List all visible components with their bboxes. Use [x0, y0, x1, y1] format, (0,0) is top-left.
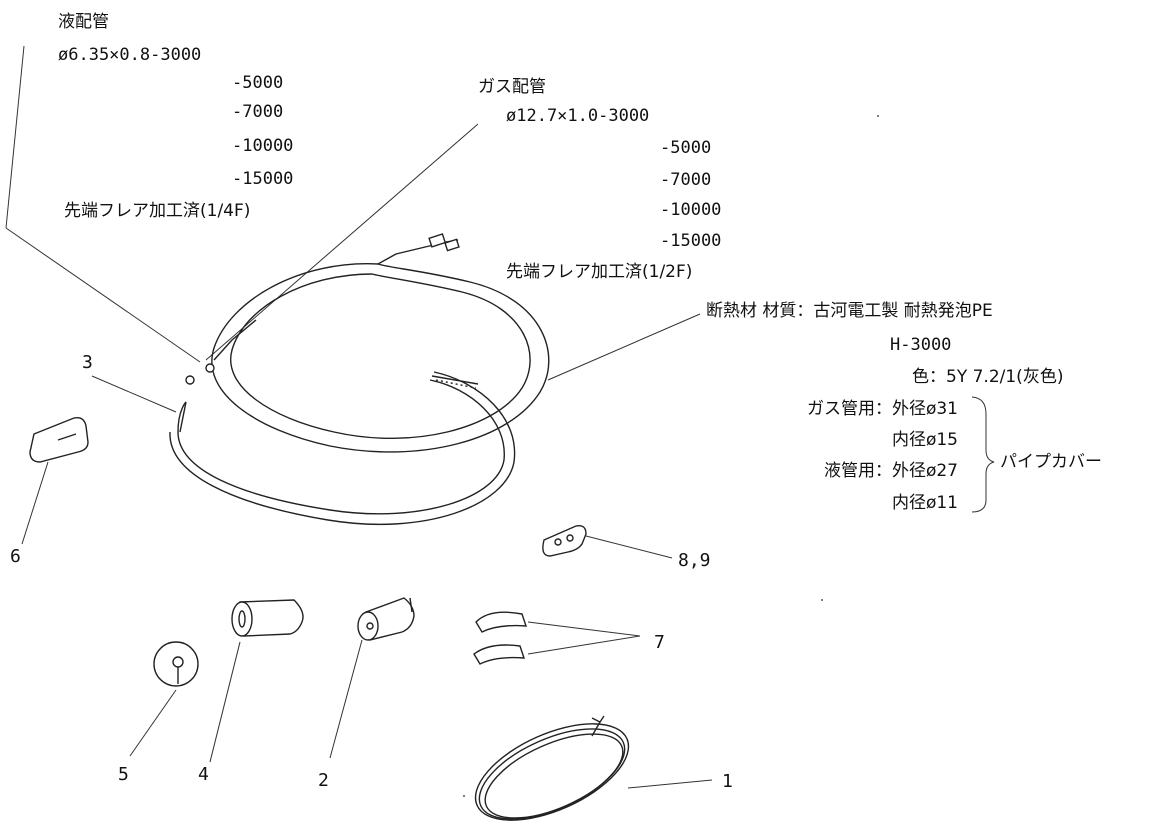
flare-nut-1 — [428, 233, 447, 248]
callout-4: 4 — [198, 764, 209, 785]
leader-insulation — [547, 313, 701, 381]
part-2-tab — [409, 597, 413, 613]
part-7 — [473, 611, 527, 665]
pipe-end-left — [213, 319, 257, 361]
callout-7: 7 — [654, 632, 665, 653]
liquid-pipe-length-2: -7000 — [232, 102, 283, 122]
pipe-assembly — [169, 233, 550, 526]
part-6-detail — [57, 433, 77, 441]
part-7-clip-2 — [473, 644, 525, 665]
part-1-coil-3 — [484, 733, 624, 819]
part-2 — [357, 597, 415, 641]
leader-8-9 — [585, 535, 673, 559]
part-1-coil-1 — [474, 723, 630, 821]
leader-6 — [21, 461, 49, 545]
liquid-pipe-length-4: -15000 — [232, 169, 293, 189]
liquid-pipe-spec: ø6.35×0.8-3000 — [58, 45, 201, 65]
part-5-disc — [153, 641, 199, 687]
part-2-hole — [366, 622, 374, 630]
stray-dot-1 — [877, 115, 879, 117]
flare-end-left-2 — [185, 375, 195, 385]
part-8-9 — [542, 524, 587, 557]
part-5 — [153, 641, 199, 687]
liquid-pipe-length-3: -10000 — [232, 136, 293, 156]
pipe-coil-inner — [177, 379, 505, 515]
callout-8-9: 8,9 — [678, 550, 711, 571]
insulation-texture — [435, 379, 477, 389]
pipe-coil-outer-inner-edge — [230, 273, 531, 439]
gas-pipe-spec: ø12.7×1.0-3000 — [506, 106, 649, 126]
gas-pipe-title: ガス配管 — [478, 77, 546, 97]
pipe-coil-inner-edge — [169, 371, 516, 526]
flare-end-left-1 — [205, 363, 215, 373]
insulation-end — [431, 375, 479, 385]
insulation-spec-line1: 断熱材 材質：古河電工製 耐熱発泡PE — [706, 301, 993, 321]
part-6 — [29, 416, 89, 463]
pipe-cover-label: パイプカバー — [1000, 452, 1102, 472]
liquid-pipe-title: 液配管 — [58, 12, 109, 32]
leader-5 — [129, 689, 177, 757]
leader-liquid-pipe-b — [5, 227, 201, 363]
pipe-coil-outer — [211, 263, 550, 453]
part-2-end — [357, 611, 379, 641]
leader-7a — [527, 621, 641, 637]
leader-gas-pipe — [205, 123, 479, 361]
pipe-cover-gas-outer: ガス管用：外径ø31 — [807, 399, 958, 419]
part-7-clip-1 — [475, 611, 527, 633]
leader-4 — [209, 641, 241, 763]
part-1-tie — [591, 715, 605, 737]
part-1 — [474, 715, 630, 821]
pipe-cover-gas-inner: 内径ø15 — [892, 430, 958, 450]
leader-2 — [329, 639, 363, 759]
insulation-spec-line3: 色：5Y 7.2/1(灰色) — [912, 367, 1063, 387]
insulation-spec-line2: H-3000 — [890, 335, 951, 355]
flare-nut-2 — [444, 238, 460, 252]
liquid-pipe-length-1: -5000 — [232, 73, 283, 93]
callout-6: 6 — [10, 546, 21, 567]
pipe-cover-brace — [971, 396, 995, 513]
part-4-hole — [238, 610, 246, 628]
gas-pipe-note: 先端フレア加工済(1/2F) — [506, 262, 692, 282]
leader-liquid-pipe-a — [5, 45, 25, 229]
gas-pipe-length-4: -15000 — [660, 231, 721, 251]
gas-pipe-length-3: -10000 — [660, 200, 721, 220]
liquid-pipe-note: 先端フレア加工済(1/4F) — [64, 201, 250, 221]
pipe-cover-liquid-outer: 液管用：外径ø27 — [824, 461, 958, 481]
part-8-9-hole-2 — [566, 534, 574, 542]
leader-7b — [527, 635, 641, 655]
gas-pipe-length-2: -7000 — [660, 170, 711, 190]
callout-3: 3 — [82, 352, 93, 373]
callout-1: 1 — [722, 771, 733, 792]
gas-pipe-length-1: -5000 — [660, 138, 711, 158]
pipe-cover-liquid-inner: 内径ø11 — [892, 493, 958, 513]
tube-3-end — [179, 401, 187, 433]
part-8-9-body — [542, 524, 587, 557]
callout-5: 5 — [118, 764, 129, 785]
part-4-body — [239, 599, 304, 637]
callout-2: 2 — [318, 770, 329, 791]
leader-3 — [91, 375, 177, 413]
part-4 — [231, 599, 304, 637]
part-4-flange — [231, 601, 253, 637]
leader-1 — [627, 779, 713, 789]
part-8-9-hole-1 — [554, 538, 562, 546]
stray-dot-2 — [821, 599, 823, 601]
stray-dot-3 — [463, 795, 465, 797]
